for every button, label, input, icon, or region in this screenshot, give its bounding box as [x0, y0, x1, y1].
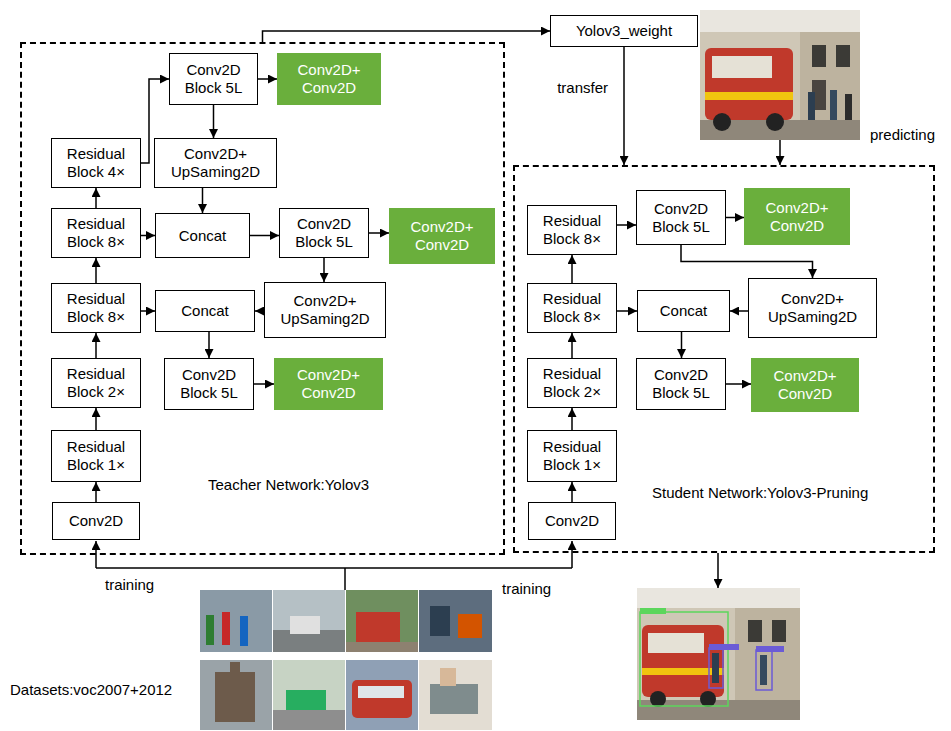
layer-box: Residual Block 2× [527, 358, 617, 408]
connector-arrow [681, 245, 813, 278]
box-label: Conv2D Block 5L [168, 366, 250, 402]
connector-arrow [681, 332, 683, 358]
box-label: Residual Block 8× [531, 212, 613, 248]
layer-box: Conv2D Block 5L [279, 208, 369, 258]
box-label: Conv2D+ UpSaming2D [752, 290, 873, 326]
box-label: Conv2D Block 5L [640, 366, 722, 402]
layer-box: Yolov3_weight [550, 15, 698, 47]
connector-arrow [95, 482, 97, 502]
layer-box: Concat [155, 290, 255, 332]
layer-box: Residual Block 1× [527, 430, 617, 482]
flow-wire [96, 140, 780, 590]
box-label: Concat [179, 227, 227, 245]
output-box: Conv2D+ Conv2D [389, 208, 495, 264]
result-photo [637, 588, 800, 720]
layer-box: Conv2D [528, 502, 616, 540]
layer-box: Conv2D Block 5L [636, 190, 726, 245]
output-box: Conv2D+ Conv2D [277, 53, 381, 105]
connector-arrow [369, 232, 389, 234]
connector-arrow [250, 235, 279, 237]
connector-arrow [623, 47, 625, 165]
layer-box: Residual Block 8× [51, 283, 141, 333]
network-group: Teacher Network:Yolov3 Conv2D Block 5L Con… [20, 42, 505, 555]
box-label: Yolov3_weight [576, 22, 672, 40]
box-label: Residual Block 8× [55, 290, 137, 326]
flow-label: training [500, 580, 553, 598]
connector-arrow [202, 188, 204, 213]
box-label: Residual Block 8× [531, 290, 613, 326]
connector-arrow [571, 255, 573, 283]
box-label: Conv2D Block 5L [640, 200, 722, 236]
group-title: Teacher Network:Yolov3 [208, 476, 369, 494]
connector-arrow [730, 310, 748, 312]
connector-arrow [213, 105, 215, 138]
layer-box: Residual Block 2× [51, 358, 141, 408]
box-label: Residual Block 1× [55, 438, 137, 474]
layer-box: Conv2D+ UpSaming2D [264, 282, 386, 338]
connector-arrow [95, 408, 97, 430]
connector-arrow [141, 235, 155, 237]
box-label: Conv2D+ Conv2D [755, 367, 855, 403]
output-box: Conv2D+ Conv2D [274, 358, 383, 410]
connector-arrow [141, 310, 155, 312]
box-label: Conv2D+ UpSaming2D [158, 145, 273, 181]
layer-box: Residual Block 1× [51, 430, 141, 482]
flow-label: training [103, 576, 156, 594]
network-group: Student Network:Yolov3-Pruning Residual B… [513, 165, 935, 553]
connector-arrow [323, 258, 325, 282]
connector-arrow [571, 333, 573, 358]
dataset-caption: Datasets:voc2007+2012 [8, 681, 174, 699]
layer-box: Concat [155, 213, 250, 258]
box-label: Conv2D+ Conv2D [393, 218, 491, 254]
layer-box: Residual Block 8× [527, 205, 617, 255]
layer-box: Conv2D+ UpSaming2D [748, 278, 877, 338]
output-box: Conv2D+ Conv2D [751, 358, 859, 412]
connector-arrow [726, 217, 744, 219]
box-label: Conv2D [69, 512, 123, 530]
group-title: Student Network:Yolov3-Pruning [652, 484, 868, 502]
connector-arrow [254, 383, 274, 385]
box-label: Residual Block 1× [531, 438, 613, 474]
box-label: Concat [660, 302, 708, 320]
box-label: Residual Block 2× [55, 365, 137, 401]
box-label: Conv2D+ Conv2D [748, 199, 846, 235]
dataset-thumbnails [200, 590, 492, 730]
connector-arrow [95, 333, 97, 358]
box-label: Conv2D [545, 512, 599, 530]
box-label: Concat [181, 302, 229, 320]
layer-box: Conv2D Block 5L [164, 358, 254, 410]
box-label: Conv2D Block 5L [173, 61, 254, 97]
connector-arrow [263, 31, 551, 42]
box-label: Residual Block 2× [531, 365, 613, 401]
connector-arrow [255, 310, 264, 312]
layer-box: Conv2D+ UpSaming2D [154, 138, 277, 188]
edge-label: transfer [555, 79, 610, 97]
box-label: Conv2D+ UpSaming2D [268, 292, 382, 328]
connector-arrow [617, 310, 637, 312]
layer-box: Residual Block 8× [51, 208, 141, 258]
connector-arrow [571, 408, 573, 430]
connector-arrow [726, 383, 751, 385]
box-label: Residual Block 4× [55, 145, 137, 181]
connector-arrow [95, 188, 97, 208]
layer-box: Conv2D Block 5L [636, 358, 726, 410]
connector-arrow [258, 78, 277, 80]
output-box: Conv2D+ Conv2D [744, 188, 850, 245]
connector-arrow [571, 482, 573, 502]
layer-box: Conv2D Block 5L [169, 53, 258, 105]
box-label: Conv2D Block 5L [283, 215, 365, 251]
box-label: Residual Block 8× [55, 215, 137, 251]
box-label: Conv2D+ Conv2D [281, 61, 377, 97]
connector-arrow [208, 332, 210, 358]
connector-arrow [617, 224, 636, 226]
flow-label: predicting [868, 126, 937, 144]
layer-box: Residual Block 4× [51, 138, 141, 188]
layer-box: Residual Block 8× [527, 283, 617, 333]
box-label: Conv2D+ Conv2D [278, 366, 379, 402]
layer-box: Concat [637, 290, 730, 332]
layer-box: Conv2D [52, 502, 140, 540]
street-photo [700, 10, 860, 140]
connector-arrow [95, 258, 97, 283]
